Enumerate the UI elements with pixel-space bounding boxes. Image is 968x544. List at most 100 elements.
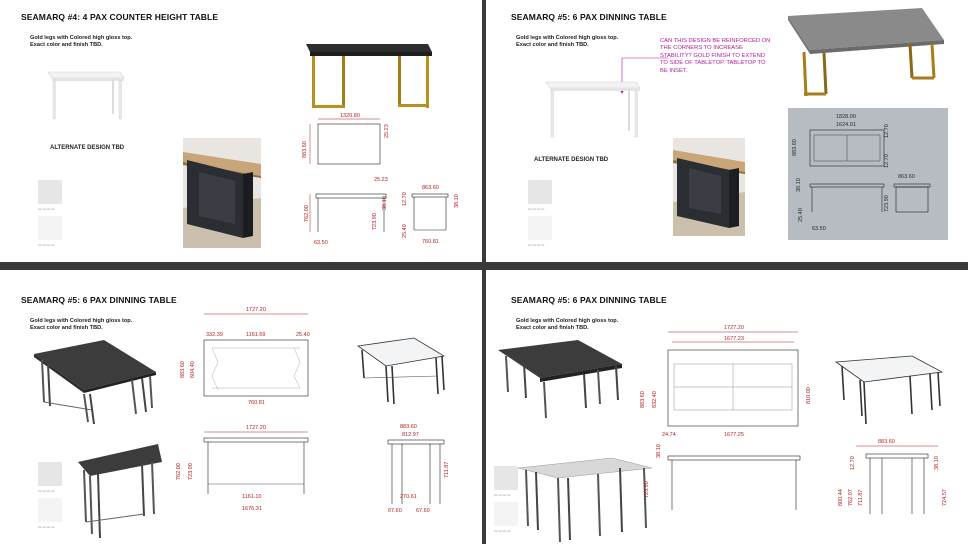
swatch-label: ▪▪▪▪ ▪▪▪ ▪▪▪ ▪▪▪ (494, 493, 511, 497)
side-elevation-drawing: 883.60 812.97 711.87 270.61 67.60 67.60 (387, 424, 450, 514)
table-render-bottom (517, 457, 653, 543)
svg-text:812.97: 812.97 (402, 432, 419, 438)
slide-4: SEAMARQ #5: 6 PAX DINNING TABLE Gold leg… (486, 270, 968, 544)
svg-text:12.70: 12.70 (402, 192, 408, 206)
slide-description: Gold legs with Colored high gloss top. E… (516, 35, 619, 48)
svg-text:883.60: 883.60 (180, 361, 186, 378)
svg-text:25.23: 25.23 (384, 124, 390, 138)
dimension-drawings: 1828.00 1624.01 883.60 12.70 12.70 38.10… (792, 114, 931, 232)
svg-text:711.87: 711.87 (444, 462, 450, 478)
svg-text:1161.69: 1161.69 (246, 332, 265, 338)
svg-text:1727.20: 1727.20 (724, 325, 744, 331)
swatch-label: ▪▪▪▪ ▪▪▪ ▪▪▪ ▪▪▪ (494, 529, 511, 533)
svg-text:38.10: 38.10 (796, 178, 802, 192)
svg-text:25.40: 25.40 (798, 208, 804, 222)
svg-text:1677.25: 1677.25 (724, 432, 744, 438)
slide-title: SEAMARQ #5: 6 PAX DINNING TABLE (511, 12, 667, 22)
svg-text:883.60: 883.60 (640, 391, 646, 408)
slide-title: SEAMARQ #4: 4 PAX COUNTER HEIGHT TABLE (21, 12, 219, 22)
svg-text:723.90: 723.90 (644, 481, 650, 498)
swatch-label: ▪▪▪▪ ▪▪▪ ▪▪▪ ▪▪▪ (38, 525, 55, 529)
plan-view-drawing: 1727.20 332.39 1161.69 25.40 883.60 604.… (180, 307, 310, 406)
table-render-top (34, 340, 156, 425)
elevation-drawing: 38.10 723.90 (644, 444, 801, 510)
svg-text:800.44: 800.44 (838, 489, 844, 506)
svg-text:883.60: 883.60 (878, 439, 895, 445)
svg-text:883.60: 883.60 (302, 141, 308, 158)
svg-text:1828.00: 1828.00 (836, 114, 856, 120)
svg-text:38.10: 38.10 (656, 444, 662, 458)
table-render-top (498, 340, 622, 419)
svg-text:12.70: 12.70 (884, 124, 890, 138)
color-swatch (38, 180, 62, 204)
svg-text:760.81: 760.81 (422, 239, 439, 245)
svg-text:863.60: 863.60 (422, 185, 439, 191)
alternate-design-label: ALTERNATE DESIGN TBD (50, 145, 125, 151)
color-swatch (528, 216, 552, 240)
grey-gold-table-render (788, 8, 944, 97)
slide-description: Gold legs with Colored high gloss top. E… (30, 35, 133, 48)
svg-text:724.57: 724.57 (942, 489, 948, 506)
slide-description: Gold legs with Colored high gloss top. E… (516, 318, 619, 331)
svg-text:762.00: 762.00 (176, 463, 182, 480)
svg-text:38.10: 38.10 (934, 456, 940, 470)
svg-text:1677.23: 1677.23 (724, 336, 744, 342)
svg-text:63.50: 63.50 (314, 240, 328, 246)
white-table-render (545, 81, 641, 138)
svg-text:1727.20: 1727.20 (246, 425, 266, 431)
side-view-drawing: 863.60 12.70 38.10 25.40 760.81 (402, 185, 460, 245)
svg-text:1161.10: 1161.10 (242, 494, 261, 500)
svg-text:863.60: 863.60 (898, 174, 915, 180)
svg-text:723.90: 723.90 (188, 463, 194, 480)
svg-text:762.07: 762.07 (848, 489, 854, 506)
table-render-bottom (78, 444, 162, 539)
svg-text:38.10: 38.10 (382, 196, 388, 210)
svg-text:711.87: 711.87 (858, 490, 864, 506)
slide-2: SEAMARQ #5: 6 PAX DINNING TABLE Gold leg… (486, 0, 968, 262)
svg-text:883.60: 883.60 (792, 139, 798, 156)
svg-text:1727.20: 1727.20 (246, 307, 266, 313)
swatch-label: ▪▪▪▪ ▪▪▪ ▪▪▪ ▪▪▪ (38, 207, 55, 211)
svg-text:760.81: 760.81 (248, 400, 265, 406)
plan-view-drawing: 1727.20 1677.23 883.60 832.40 810.00 24.… (640, 325, 812, 438)
alternate-design-photo (673, 138, 745, 236)
svg-text:723.90: 723.90 (884, 195, 890, 212)
color-swatch (38, 462, 62, 486)
elevation-drawing: 1727.20 762.00 723.90 1161.10 1676.31 (176, 425, 309, 512)
swatch-label: ▪▪▪▪ ▪▪▪ ▪▪▪ ▪▪▪ (38, 243, 55, 247)
slide-description: Gold legs with Colored high gloss top. E… (30, 318, 133, 331)
alternate-design-label: ALTERNATE DESIGN TBD (534, 157, 609, 163)
color-swatch (494, 502, 518, 526)
svg-text:25.40: 25.40 (296, 332, 310, 338)
swatch-label: ▪▪▪▪ ▪▪▪ ▪▪▪ ▪▪▪ (528, 207, 545, 211)
color-swatch (528, 180, 552, 204)
glass-table-render (356, 337, 446, 405)
svg-text:762.00: 762.00 (304, 205, 310, 222)
svg-text:25.23: 25.23 (374, 177, 388, 183)
svg-text:883.60: 883.60 (400, 424, 417, 430)
gold-table-render (306, 44, 432, 108)
slide-title: SEAMARQ #5: 6 PAX DINNING TABLE (511, 295, 667, 305)
svg-text:24.74: 24.74 (662, 432, 676, 438)
swatch-label: ▪▪▪▪ ▪▪▪ ▪▪▪ ▪▪▪ (38, 489, 55, 493)
svg-text:1624.01: 1624.01 (836, 122, 856, 128)
slide-3: SEAMARQ #5: 6 PAX DINNING TABLE Gold leg… (0, 270, 482, 544)
svg-text:604.40: 604.40 (190, 361, 196, 378)
design-note: CAN THIS DESIGN BE REINFORCED ON THE COR… (660, 38, 771, 74)
color-swatch (38, 216, 62, 240)
svg-text:332.39: 332.39 (206, 332, 223, 338)
svg-text:12.70: 12.70 (850, 456, 856, 470)
svg-text:723.90: 723.90 (372, 213, 378, 230)
top-view-drawing: 1320.80 883.60 25.23 25.23 (302, 113, 390, 183)
slide-1: SEAMARQ #4: 4 PAX COUNTER HEIGHT TABLE G… (0, 0, 482, 262)
alternate-design-photo (183, 138, 261, 248)
svg-text:832.40: 832.40 (652, 391, 658, 408)
svg-text:67.60: 67.60 (416, 508, 430, 514)
glass-table-render (834, 355, 944, 425)
svg-text:38.10: 38.10 (454, 194, 460, 208)
color-swatch (494, 466, 518, 490)
svg-text:25.40: 25.40 (402, 224, 408, 238)
swatch-label: ▪▪▪▪ ▪▪▪ ▪▪▪ ▪▪▪ (528, 243, 545, 247)
white-table-render (47, 71, 125, 120)
svg-text:270.61: 270.61 (400, 494, 417, 500)
